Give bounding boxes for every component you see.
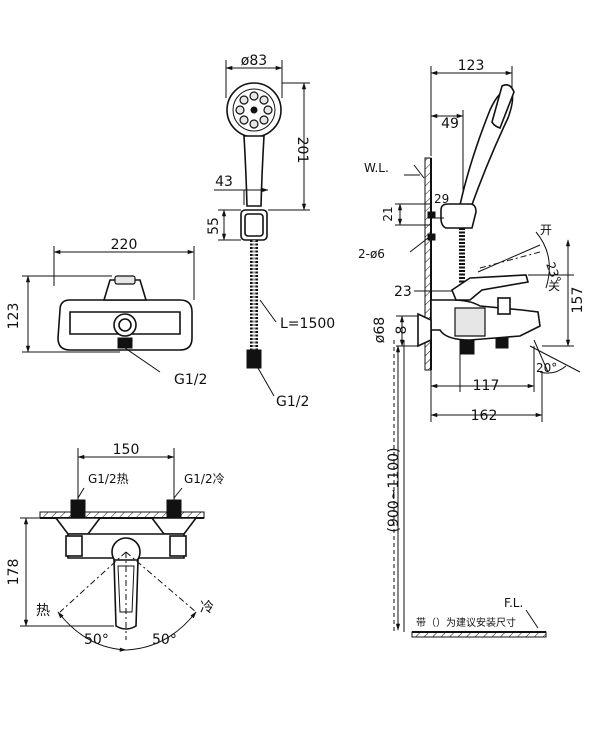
side-162-label: 162 xyxy=(471,408,498,424)
hose-thread-label: G1/2 xyxy=(276,394,309,410)
right-angle-label: 50° xyxy=(152,632,177,648)
front-height-label: 123 xyxy=(6,303,22,330)
front-width-label: 220 xyxy=(111,237,138,253)
hot-label: 热 xyxy=(36,603,50,619)
left-angle-label: 50° xyxy=(84,632,109,648)
hot-inlet-label: G1/2热 xyxy=(88,472,129,486)
open-label: 开 xyxy=(540,223,552,237)
nozzle-dots xyxy=(235,91,273,129)
install-note: 带（）为建议安装尺寸 xyxy=(416,616,516,629)
shower-length-label: 201 xyxy=(294,137,310,164)
front-view: 220 123 G1/2 xyxy=(6,237,207,388)
side-29-label: 29 xyxy=(434,192,449,206)
side-8-label: 8 xyxy=(394,326,410,335)
front-thread-label: G1/2 xyxy=(174,372,207,388)
side-117-label: 117 xyxy=(473,378,500,394)
shower-diam-label: ø83 xyxy=(241,53,267,69)
top-178-label: 178 xyxy=(6,559,22,586)
side-head-offset-label: 123 xyxy=(458,58,485,74)
top-view: 150 G1/2热 G1/2冷 178 热 冷 50° xyxy=(6,442,225,652)
side-68-label: ø68 xyxy=(372,317,388,343)
install-height-label: (900~1100) xyxy=(386,447,402,532)
top-width-label: 150 xyxy=(113,442,140,458)
side-20-label: 20° xyxy=(536,361,557,375)
side-screws-label: 2-ø6 xyxy=(358,247,385,261)
side-157-label: 157 xyxy=(570,287,586,314)
close-label: 关 xyxy=(548,279,560,293)
water-level-label: W.L. xyxy=(364,161,389,175)
side-23-label: 23 xyxy=(394,284,412,300)
side-view: W.L. 123 49 29 21 2-ø6 xyxy=(358,58,586,638)
side-holder-offset-label: 49 xyxy=(441,116,459,132)
cold-label: 冷 xyxy=(200,600,214,616)
floor-level-label: F.L. xyxy=(504,596,523,610)
side-21-label: 21 xyxy=(381,206,395,221)
shower-holder-label: 55 xyxy=(206,217,222,235)
side-23-angle-label: 23° xyxy=(543,260,563,285)
cold-inlet-label: G1/2冷 xyxy=(184,472,225,486)
hand-shower-view: ø83 201 43 55 xyxy=(206,53,335,410)
hose-length-label: L=1500 xyxy=(280,316,335,332)
shower-neck-label: 43 xyxy=(215,174,233,190)
